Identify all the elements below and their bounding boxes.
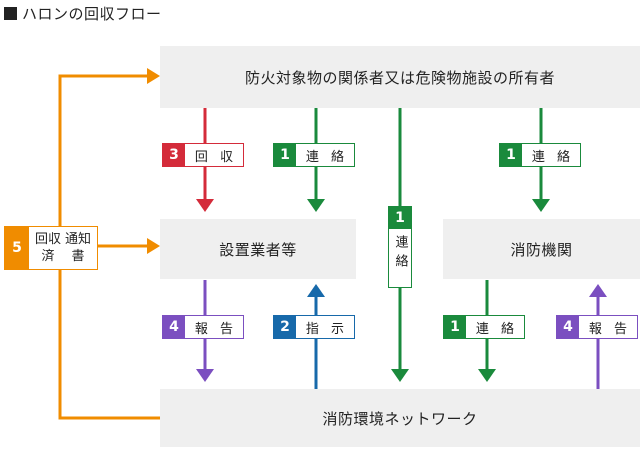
tag-label: 指 示	[305, 321, 349, 337]
node-owner: 防火対象物の関係者又は危険物施設の所有者	[160, 46, 640, 108]
diagram-title-text: ハロンの回収フロー	[22, 4, 162, 23]
tag-instruction: 2 指 示	[273, 315, 355, 339]
arrowhead-red	[196, 199, 214, 212]
tag-label: 回 収	[194, 149, 238, 165]
step-badge: 4	[163, 316, 185, 338]
tag-label: 連 絡	[531, 149, 575, 165]
tag-label-line: 回収済	[34, 232, 61, 264]
step-badge: 4	[557, 316, 579, 338]
square-bullet-icon	[4, 6, 17, 20]
arrowhead-purple-left	[196, 369, 214, 382]
step-badge: 1	[500, 144, 522, 166]
arrowhead-blue	[307, 284, 325, 297]
node-fire-dept: 消防機関	[443, 219, 640, 279]
arrowhead-green-installer	[307, 199, 325, 212]
arrowhead-green-network	[391, 369, 409, 382]
arrowhead-to-installer	[147, 238, 160, 254]
tag-label: 連絡	[392, 235, 408, 273]
arrowhead-green-fire	[532, 199, 550, 212]
tag-contact-installer: 1 連 絡	[273, 143, 355, 167]
step-badge: 5	[5, 227, 29, 269]
step-badge: 2	[274, 316, 296, 338]
tag-label: 連 絡	[305, 149, 349, 165]
arrowhead-green-bottom	[478, 369, 496, 382]
arrowhead-purple-right	[589, 284, 607, 297]
tag-report-fire: 4 報 告	[556, 315, 638, 339]
tag-report-installer: 4 報 告	[162, 315, 244, 339]
tag-contact-fire: 1 連 絡	[499, 143, 581, 167]
step-badge: 3	[163, 144, 185, 166]
tag-label: 報 告	[588, 321, 632, 337]
step-badge: 1	[444, 316, 466, 338]
diagram-title: ハロンの回収フロー	[4, 2, 162, 24]
tag-contact-network: 1 連絡	[388, 206, 412, 288]
node-network: 消防環境ネットワーク	[160, 389, 640, 447]
tag-label: 連 絡	[475, 321, 519, 337]
step-badge: 1	[274, 144, 296, 166]
tag-recovery-notice: 5 回収済 通知書	[4, 226, 98, 270]
tag-label-line: 通知書	[64, 232, 91, 264]
tag-recovery: 3 回 収	[162, 143, 244, 167]
tag-contact-bottom: 1 連 絡	[443, 315, 525, 339]
tag-label: 回収済 通知書	[29, 227, 97, 269]
arrowhead-to-owner	[147, 68, 160, 84]
tag-label: 報 告	[194, 321, 238, 337]
step-badge: 1	[389, 207, 411, 229]
node-installer: 設置業者等	[160, 219, 356, 279]
